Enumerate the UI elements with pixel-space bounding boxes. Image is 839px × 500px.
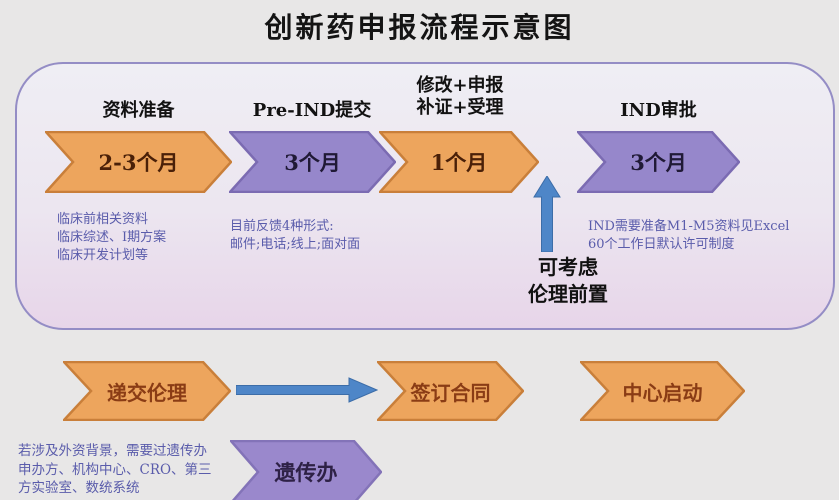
chevron-sign-contract: 签订合同 — [377, 361, 524, 421]
chevron-genetics-office: 遗传办 — [230, 440, 382, 500]
duration-ind-review: 3个月 — [630, 150, 687, 175]
duration-amend: 1个月 — [430, 150, 488, 175]
chevron-site-initiation: 中心启动 — [580, 361, 745, 421]
ethics-note-line1: 可考虑 — [538, 255, 598, 279]
ind-process-panel — [15, 62, 835, 330]
duration-pre-ind: 3个月 — [284, 150, 341, 175]
step-label-amend-line1: 修改+申报 — [416, 75, 504, 96]
note-ind-materials-line1: IND需要准备M1-M5资料见Excel — [588, 219, 790, 234]
step-label-amend: 修改+申报 补证+受理 — [383, 75, 537, 119]
step-label-pre-ind: Pre-IND提交 — [252, 100, 372, 121]
chevron-submit-ethics: 递交伦理 — [63, 361, 231, 421]
note-genetics-line2: 申办方、机构中心、CRO、第三 — [18, 461, 212, 478]
up-arrow — [533, 175, 561, 256]
note-preparation-line3: 临床开发计划等 — [57, 247, 149, 263]
label-sign-contract: 签订合同 — [410, 380, 491, 405]
ethics-note-line2: 伦理前置 — [528, 282, 608, 306]
chevron-pre-ind: 3个月 — [229, 131, 396, 193]
chevron-preparation: 2-3个月 — [45, 131, 232, 193]
chevron-shape — [45, 131, 232, 193]
chevron-amend: 1个月 — [379, 131, 539, 193]
chevron-shape — [63, 361, 231, 421]
ethics-note: 可考虑 伦理前置 — [494, 254, 642, 308]
note-ind-materials-line2: 60个工作日默认许可制度 — [588, 236, 735, 252]
note-ind-materials: IND需要准备M1-M5资料见Excel 60个工作日默认许可制度 — [588, 218, 789, 254]
note-genetics: 若涉及外资背景，需要过遗传办 申办方、机构中心、CRO、第三 方实验室、数统系统 — [18, 442, 212, 498]
chevron-shape — [229, 131, 396, 193]
note-feedback-line1: 目前反馈4种形式: — [230, 219, 334, 234]
step-label-ind-review: IND审批 — [620, 100, 697, 121]
right-arrow-icon — [235, 377, 379, 403]
note-preparation: 临床前相关资料 临床综述、I期方案 临床开发计划等 — [57, 211, 166, 265]
note-preparation-line2: 临床综述、I期方案 — [57, 229, 167, 245]
chevron-shape — [577, 131, 740, 193]
chevron-ind-review: 3个月 — [577, 131, 740, 193]
up-arrow-icon — [533, 175, 561, 253]
note-genetics-line1: 若涉及外资背景，需要过遗传办 — [18, 443, 207, 459]
note-feedback: 目前反馈4种形式: 邮件;电话;线上;面对面 — [230, 218, 360, 254]
page-title: 创新药申报流程示意图 — [264, 11, 575, 44]
step-label-amend-line2: 补证+受理 — [416, 96, 504, 118]
chevron-shape — [379, 131, 539, 193]
duration-preparation: 2-3个月 — [98, 150, 179, 175]
label-genetics-office: 遗传办 — [274, 460, 338, 485]
label-site-initiation: 中心启动 — [622, 380, 703, 405]
note-feedback-line2: 邮件;电话;线上;面对面 — [230, 236, 361, 252]
chevron-shape — [230, 440, 382, 500]
right-arrow — [235, 377, 379, 407]
step-label-preparation: 资料准备 — [102, 100, 175, 121]
label-submit-ethics: 递交伦理 — [107, 380, 187, 405]
note-genetics-line3: 方实验室、数统系统 — [18, 480, 140, 497]
chevron-shape — [580, 361, 745, 421]
chevron-shape — [377, 361, 524, 421]
note-preparation-line1: 临床前相关资料 — [57, 212, 149, 227]
